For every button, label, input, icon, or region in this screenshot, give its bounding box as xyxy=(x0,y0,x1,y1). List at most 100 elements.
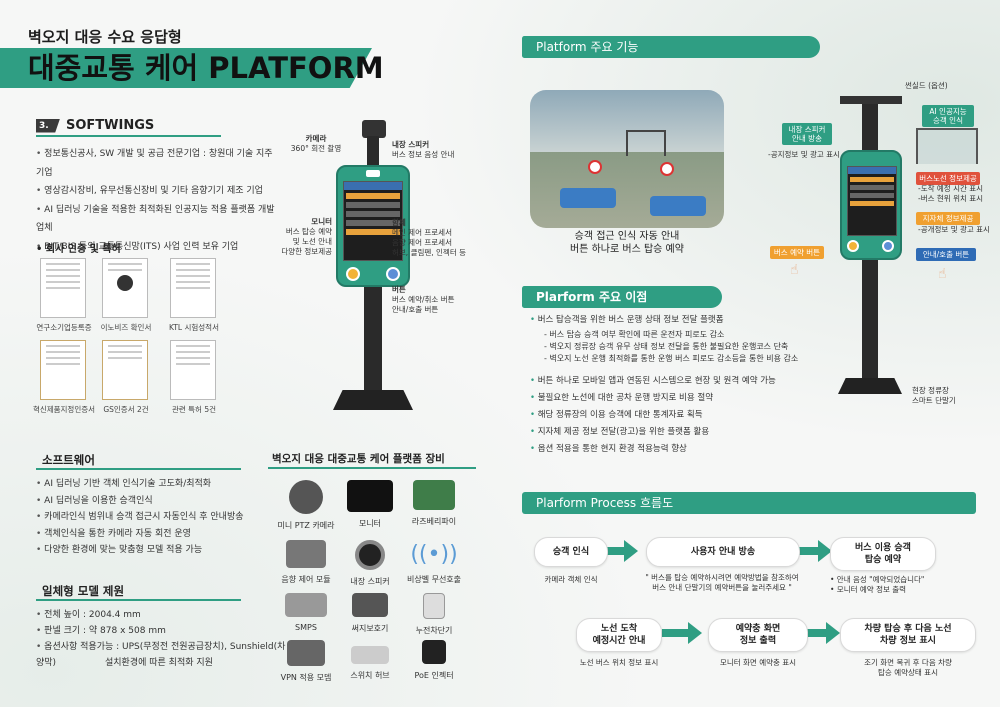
list-item: BIT/BIS 등의 교통통신망(ITS) 사업 인력 보유 기업 xyxy=(36,238,276,257)
benefit-sub: - 벽오지 정류장 승객 유무 상태 정보 전달을 통한 불필요한 운행코스 단… xyxy=(544,342,789,351)
benefit-item: • 옵션 적용을 통한 현지 환경 적용능력 향상 xyxy=(530,444,687,454)
equipment-label: PoE 인젝터 xyxy=(414,671,454,680)
raspberry-pi-icon xyxy=(413,480,455,510)
desc-line: 버스 안내 단말기의 예약버튼을 눌러주세요 " xyxy=(652,583,792,592)
call-tag: 안내/호출 버튼 xyxy=(916,248,976,261)
list-item: 판넬 크기 : 약 878 x 508 mm xyxy=(36,623,291,639)
cert-image xyxy=(170,340,216,400)
desc-line: • 모니터 예약 정보 출력 xyxy=(830,585,907,594)
desc-line: • 안내 음성 "예약되었습니다" xyxy=(830,575,925,584)
benefits-list: • 버스 탑승객을 위한 버스 운행 상태 정보 전달 플랫폼 - 버스 탑승 … xyxy=(530,312,830,458)
bus-stop-icon xyxy=(626,130,666,156)
desc-line: " 버스를 탑승 예약하시려면 예약방법을 참조하여 xyxy=(645,573,799,582)
benefit-sub-list: - 버스 탑승 승객 여부 확인에 따른 운전자 피로도 감소 - 벽오지 정류… xyxy=(530,329,830,365)
reserve-button-icon xyxy=(847,240,859,252)
benefit-item: • 버튼 하나로 모바일 앱과 연동된 시스템으로 현장 및 원격 예약 가능 xyxy=(530,376,776,386)
list-item: 옵션사항 적용가능 : UPS(무정전 전원공급장치), Sunshield(차… xyxy=(36,639,291,671)
reserve-tag: 버스 예약 버튼 xyxy=(770,246,824,259)
desc-line: 탑승 예약상태 표시 xyxy=(878,668,938,677)
equipment-item: 스위치 허브 xyxy=(338,640,402,681)
benefit-text: 옵션 적용을 통한 현지 환경 적용능력 향상 xyxy=(537,444,687,454)
check-icon xyxy=(588,160,602,174)
process-step: 차량 탑승 후 다음 노선 차량 정보 표시 xyxy=(840,618,976,652)
process-step: 예약충 화면 정보 출력 xyxy=(708,618,808,652)
flow-arrow-bar xyxy=(790,547,820,555)
divider xyxy=(36,135,221,137)
equipment-label: 내장 스피커 xyxy=(350,577,390,586)
equipment-label: 누전차단기 xyxy=(415,626,453,635)
pole-base xyxy=(838,378,902,394)
cert-image xyxy=(40,340,86,400)
process-step-desc: 노선 버스 위치 정보 표시 xyxy=(579,658,659,667)
speaker-desc: 버스 정보 음성 안내 xyxy=(392,150,455,159)
desc-line: -버스 현위 위치 표시 xyxy=(918,194,984,203)
speaker-icon xyxy=(355,540,385,570)
sunshield-label: 썬실드 (옵션) xyxy=(905,81,948,90)
divider xyxy=(268,467,476,469)
flow-arrow-icon xyxy=(826,622,840,644)
flow-arrow-bar xyxy=(802,629,828,637)
process-heading: Plarform Process 흐름도 xyxy=(522,492,976,514)
equipment-item: 모니터 xyxy=(338,480,402,529)
equipment-label: 음향 제어 모듈 xyxy=(281,575,331,584)
kiosk-screen xyxy=(847,166,897,236)
list-item: 전체 높이 : 2004.4 mm xyxy=(36,607,291,623)
tag-line: 내장 스피커 xyxy=(788,125,826,134)
cert-caption: 연구소기업등록증 xyxy=(36,323,92,332)
kiosk-panel-right xyxy=(840,150,902,260)
breaker-icon xyxy=(423,593,445,619)
process-step: 노선 도착 예정시간 안내 xyxy=(576,618,662,652)
cert-caption: GS인증서 2건 xyxy=(103,405,149,414)
header-subtitle: 벽오지 대응 수요 응답형 xyxy=(28,28,182,46)
camera-icon xyxy=(362,120,386,138)
list-item: AI 딥러닝을 이용한 승객인식 xyxy=(36,493,276,510)
model-heading: 일체형 모델 제원 xyxy=(42,584,125,598)
hand-pointer-icon: ☝ xyxy=(790,262,799,278)
reserve-button-icon xyxy=(346,267,360,281)
divider xyxy=(36,468,241,470)
speaker-label: 내장 스피커 버스 정보 음성 안내 xyxy=(392,140,472,160)
camera-title: 카메라 xyxy=(305,134,327,143)
route-desc: -도착 예정 시간 표시-버스 현위 위치 표시 xyxy=(918,184,983,204)
list-item: AI 딥러닝 기술을 적용한 최적화된 인공지능 적용 플랫폼 개발 업체 xyxy=(36,201,276,238)
equipment-item: ((•))비상벨 무선호출 xyxy=(402,540,466,585)
bus-logo-icon xyxy=(366,170,380,177)
benefit-item: • 해당 정류장의 이용 승객에 대한 통계자료 획득 xyxy=(530,410,703,420)
pole-base xyxy=(333,390,413,410)
benefit-text: 불필요한 노선에 대한 공차 운행 방지로 비용 절약 xyxy=(537,393,714,403)
equipment-label: SMPS xyxy=(295,623,317,632)
scene-illustration xyxy=(530,90,724,228)
page-title: 대중교통 케어 PLATFORM xyxy=(28,51,384,85)
ptz-camera-icon xyxy=(289,480,323,514)
equipment-label: 모니터 xyxy=(358,519,382,528)
shelter-icon xyxy=(916,128,978,164)
equipment-item: 음향 제어 모듈 xyxy=(274,540,338,585)
scene-text: 승객 접근 인식 자동 안내 xyxy=(574,231,680,242)
smps-icon xyxy=(285,593,327,617)
speaker-tag-desc: -공지정보 및 광고 표시 xyxy=(768,150,840,159)
vpn-modem-icon xyxy=(287,640,325,666)
flow-arrow-icon xyxy=(818,540,832,562)
equipment-item: VPN 적용 모뎀 xyxy=(274,640,338,683)
button-desc: 안내/호출 버튼 xyxy=(392,305,439,314)
cert-caption: 관련 특허 5건 xyxy=(171,405,217,414)
cert-caption: 이노비즈 확인서 xyxy=(100,323,152,332)
desc-line: 조기 화면 복귀 후 다음 차량 xyxy=(864,658,952,667)
scene-text: 버튼 하나로 버스 탑승 예약 xyxy=(570,244,684,255)
features-heading: Platform 주요 기능 xyxy=(522,36,820,58)
tag-line: AI 인공지능 xyxy=(929,107,967,116)
kiosk-caption-line: 현장 정류장 xyxy=(912,386,949,395)
pole-top xyxy=(367,136,379,168)
wifi-icon: ((•)) xyxy=(410,542,458,567)
cert-image xyxy=(40,258,86,318)
certs-heading-text: 회사 인증 및 특허 xyxy=(45,244,121,255)
bus-icon xyxy=(650,196,706,216)
process-step: 승객 인식 xyxy=(534,537,608,567)
list-item: 객체인식을 통한 카메라 자동 회전 운영 xyxy=(36,526,276,543)
process-step-desc: 모니터 화면 예약충 표시 xyxy=(719,658,797,667)
cert-caption: 혁신제품지정인증서 xyxy=(32,405,96,414)
cert-caption: KTL 시험성적서 xyxy=(169,323,219,332)
case-desc: 허브, 클림펜, 인젝터 등 xyxy=(392,248,467,257)
